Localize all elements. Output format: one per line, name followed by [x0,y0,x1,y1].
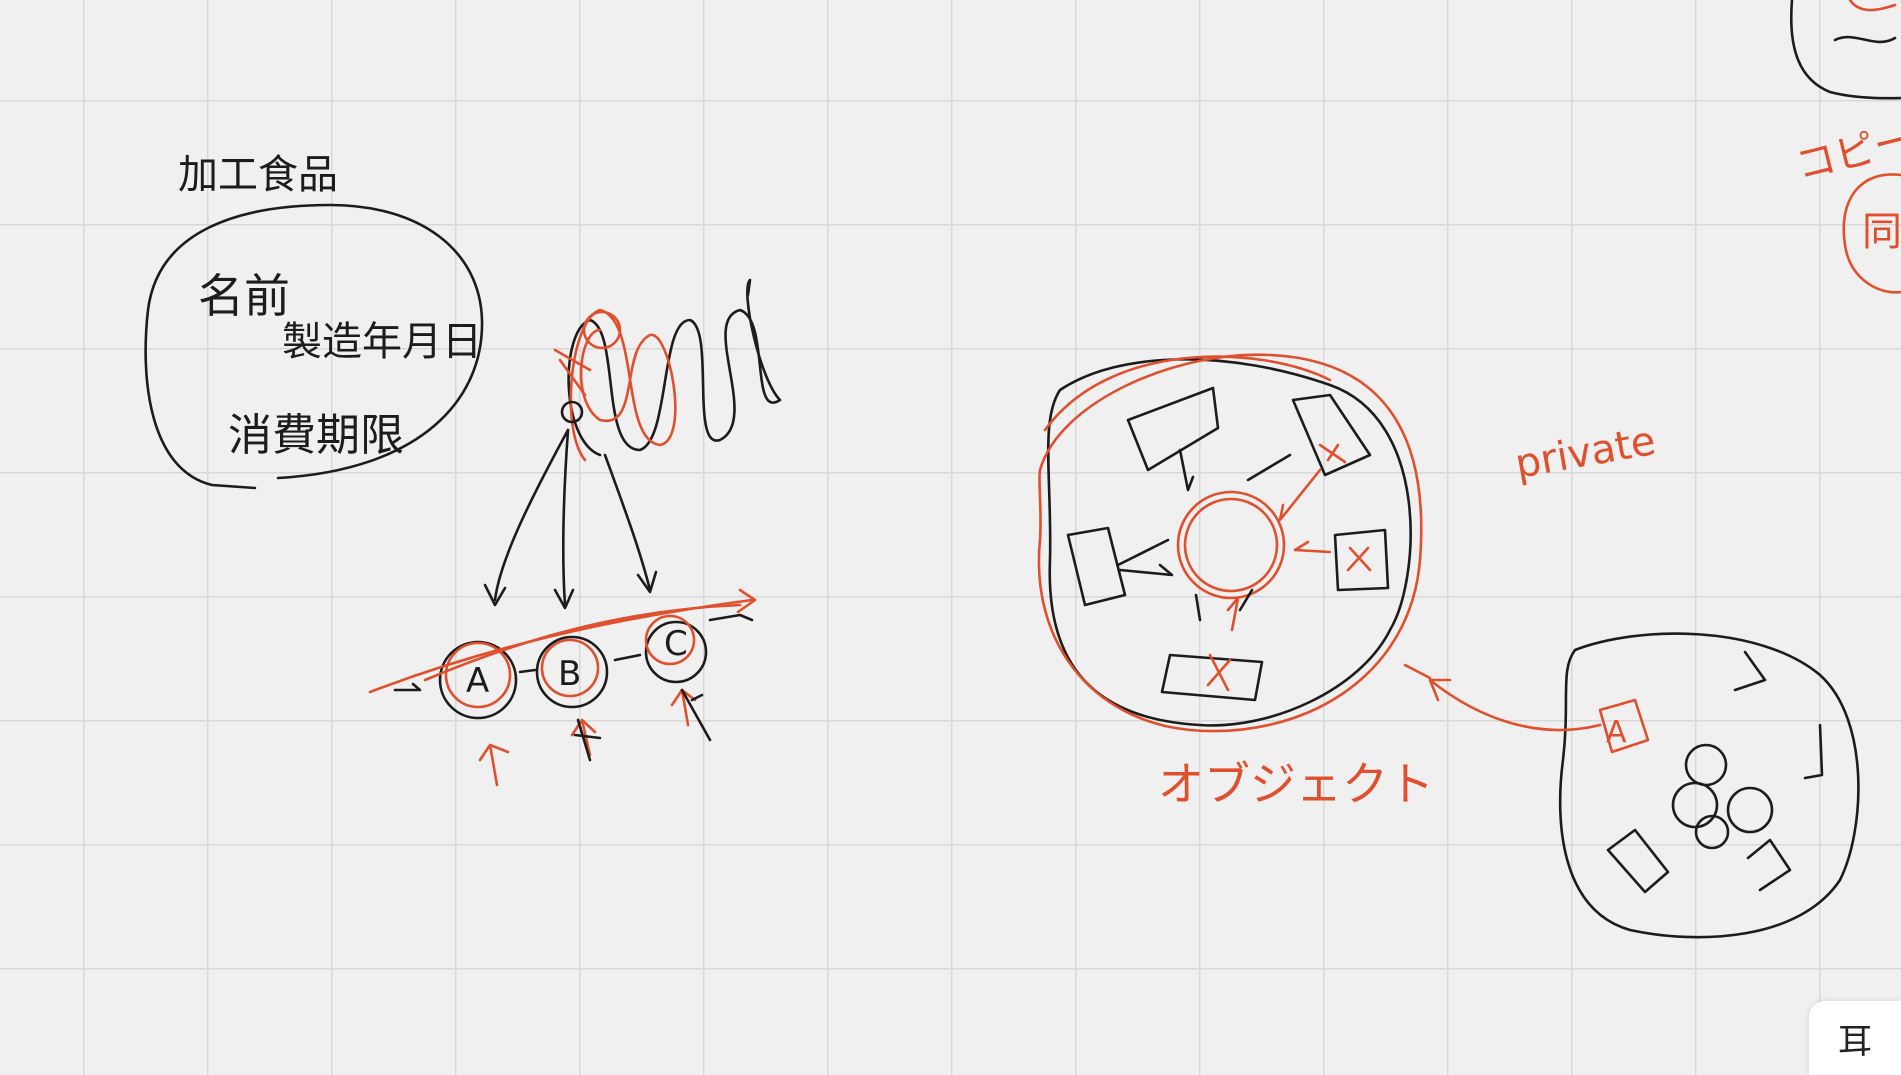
copy-letter-partial: 同 [1862,209,1901,255]
node-link-lines [393,613,754,692]
spiral-scribble [567,278,782,457]
instance-core-bottom [1694,814,1730,850]
object-label: オブジェクト [1158,757,1434,811]
instance-outline [1558,632,1860,939]
spiral-small-circle [560,400,584,424]
toolbar-toggle-button[interactable]: 耳 [1809,1001,1901,1075]
instance-a-box [1598,698,1650,754]
attribute-box-outline [144,203,484,490]
instance-marks-top [1733,650,1824,780]
partial-red-topright [1848,0,1897,12]
partial-red-circle [1842,173,1901,294]
node-c-red-circle [644,614,696,666]
instance-red-arrow [1428,678,1602,732]
spiral-red-circle [582,310,622,350]
instance-core-left [1671,781,1719,829]
pointer-arrow-b [570,718,597,757]
spiral-red-ticks [553,348,592,397]
node-a-red-circle [444,641,512,709]
x-mark-top-right [1318,443,1347,464]
instance-core-top [1684,743,1728,787]
field-arrows-top [1178,448,1292,492]
pointer-arrow-a [478,743,510,787]
partial-outline-topright [1790,0,1901,100]
pointer-mark-b [573,718,602,762]
field-rect-right [1333,528,1390,592]
field-rect-bottom [1160,653,1264,702]
field-rect-left [1066,526,1127,607]
object-outer-black [1046,358,1412,727]
tool-toggle-icon: 耳 [1838,1021,1872,1062]
pointer-mark-c [680,688,712,742]
object-core-red [1176,490,1286,600]
partial-mark-topright [1833,35,1897,44]
blocked-arrows-red [1226,468,1332,632]
object-outer-red [1037,353,1423,733]
node-c-circle [644,620,708,684]
attr-line-2: 製造年月日 [282,319,482,365]
instance-a-label: A [1606,715,1627,750]
private-label: private [1512,418,1659,488]
field-rect-top-right [1291,393,1372,477]
attr-line-3: 消費期限 [228,410,404,461]
arrow-to-c [603,453,652,592]
node-b-label: B [558,654,581,694]
heading-text: 加工食品 [178,152,338,198]
instance-rect-left [1606,828,1670,894]
copy-label-partial: コピー [1791,116,1901,190]
arrow-to-b [562,428,570,607]
arrow-to-a [493,428,570,602]
node-b-circle [535,635,609,709]
field-rect-top [1126,386,1220,472]
object-core-red-inner [1183,497,1279,593]
attr-line-1: 名前 [198,269,290,323]
instance-core-right [1726,786,1774,834]
field-arrows-bottom [1194,588,1254,622]
node-red-sweep-2 [423,603,742,682]
node-a-label: A [466,661,489,701]
field-arrows-left [1116,538,1174,577]
x-mark-bottom [1206,653,1232,692]
arrowhead-b [553,588,575,610]
arrowhead-c [636,570,658,594]
x-mark-right [1346,546,1372,572]
node-c-label: C [664,624,688,664]
node-b-red-circle [540,638,600,698]
instance-rect-right [1746,838,1792,892]
instance-red-tick [1403,663,1432,680]
arrowhead-a [483,583,507,607]
